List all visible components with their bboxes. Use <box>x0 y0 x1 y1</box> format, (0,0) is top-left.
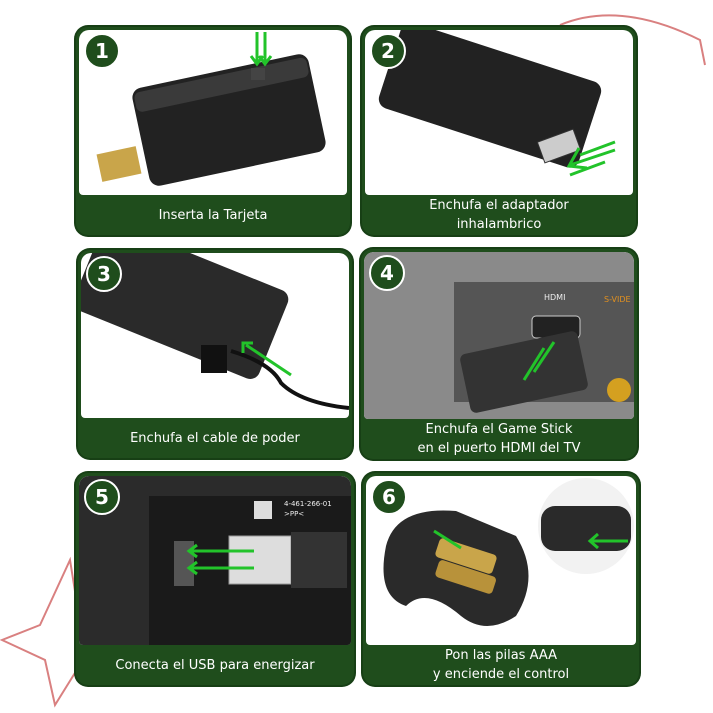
step-caption: Enchufa el cable de poder <box>130 430 300 446</box>
step-photo-stick-adapter <box>365 30 633 195</box>
step-number-badge: 6 <box>371 479 407 515</box>
step-card-4: 4 HDMI S-VIDE Enchufa el Game Stick en e… <box>361 249 637 459</box>
stick-adapter-icon <box>378 30 616 177</box>
controller-battery-icon <box>383 478 634 626</box>
step-card-3: 3 Enchufa el cable de poder <box>78 250 352 458</box>
step-photo-tv-hdmi: HDMI S-VIDE <box>364 252 634 419</box>
step-caption: Conecta el USB para energizar <box>115 657 315 673</box>
sticker-sub: >PP< <box>284 510 304 518</box>
step-photo-stick-card <box>79 30 347 195</box>
step-photo-controller <box>366 476 636 645</box>
step-number-badge: 4 <box>369 255 405 291</box>
hdmi-label: HDMI <box>544 293 565 302</box>
svideo-label: S-VIDE <box>604 295 631 304</box>
step-photo-stick-cable <box>81 253 349 418</box>
step-number-badge: 3 <box>86 256 122 292</box>
step-photo-usb: 4-461-266-01 >PP< <box>79 476 351 645</box>
sticker-code: 4-461-266-01 <box>284 500 332 508</box>
tv-hdmi-icon: HDMI S-VIDE <box>364 252 634 419</box>
step-card-5: 5 4-461-266-01 >PP< Conecta el USB para … <box>76 473 354 685</box>
step-caption: Pon las pilas AAA y enciende el control <box>432 648 570 682</box>
step-caption: Inserta la Tarjeta <box>158 207 268 223</box>
step-card-6: 6 Pon las pilas AAA y enciende el contro… <box>363 473 639 685</box>
stick-card-icon <box>96 32 326 186</box>
step-number-badge: 1 <box>84 33 120 69</box>
usb-plug-icon: 4-461-266-01 >PP< <box>79 476 351 645</box>
step-card-1: 1 Inserta la Tarjeta <box>76 27 350 235</box>
step-caption: Enchufa el Game Stick en el puerto HDMI … <box>417 422 581 456</box>
step-number-badge: 2 <box>370 33 406 69</box>
step-number-badge: 5 <box>84 479 120 515</box>
stick-cable-icon <box>81 253 349 410</box>
step-caption: Enchufa el adaptador inhalambrico <box>429 198 569 232</box>
step-card-2: 2 Enchufa el adaptador inhalambrico <box>362 27 636 235</box>
